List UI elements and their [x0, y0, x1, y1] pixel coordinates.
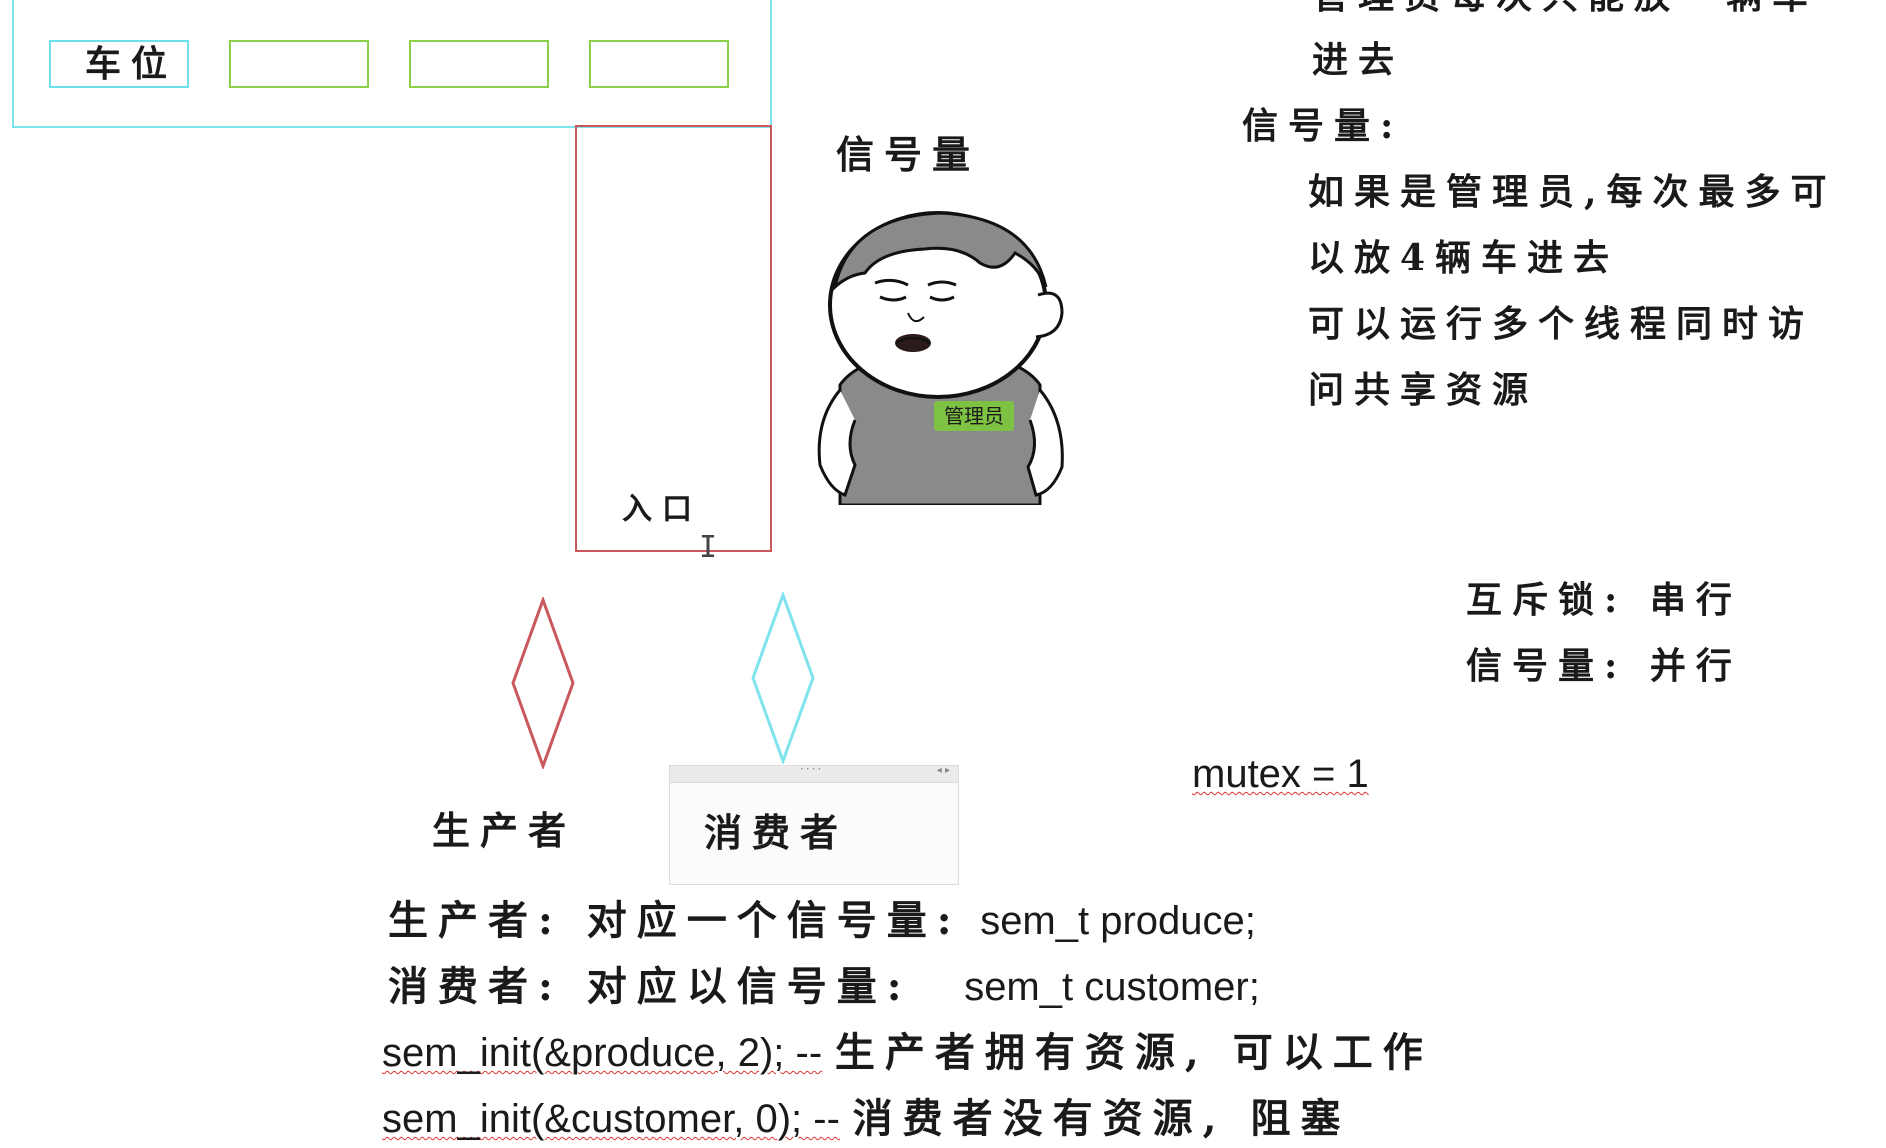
note-line-5: 可以运行多个线程同时访	[1308, 303, 1815, 345]
drag-handle-icon[interactable]: ····	[800, 762, 824, 776]
parking-slot-label: 车位	[85, 43, 178, 85]
note-line-4: 以放4辆车进去	[1308, 237, 1620, 279]
note-top-partial: 管理员每次只能放一辆车	[1312, 0, 1818, 28]
producer-label: 生产者	[432, 808, 577, 853]
note-line-2: 进去	[1312, 39, 1405, 81]
consumer-diamond	[751, 592, 815, 764]
note-line-3: 如果是管理员,每次最多可	[1308, 171, 1837, 213]
producer-diamond	[511, 597, 575, 769]
parking-slot	[409, 40, 549, 88]
consumer-semaphore-line: 消费者: 对应以信号量: sem_t customer;	[388, 963, 1260, 1010]
entrance-lane	[575, 125, 772, 552]
manager-badge-label: 管理员	[944, 404, 1004, 428]
parking-slot	[589, 40, 729, 88]
mutex-serial-note: 互斥锁: 串行	[1466, 579, 1742, 621]
parking-lot-outline: 车位	[12, 0, 772, 128]
semaphore-parallel-note: 信号量: 并行	[1466, 645, 1742, 687]
producer-semaphore-line: 生产者: 对应一个信号量: sem_t produce;	[388, 897, 1256, 944]
note-heading: 信号量:	[1242, 105, 1404, 147]
parking-slot-labeled: 车位	[49, 40, 189, 88]
text-box-toolbar[interactable]: ···· ◂ ▸	[670, 762, 958, 783]
manager-figure: 管理员	[817, 211, 1064, 505]
consumer-label: 消费者	[704, 810, 849, 855]
init-produce-line: sem_init(&produce, 2); -- 生产者拥有资源, 可以工作	[382, 1029, 1433, 1076]
consumer-text-box[interactable]: ···· ◂ ▸ 消费者	[669, 762, 959, 885]
note-line-6: 问共享资源	[1308, 369, 1539, 411]
init-customer-line: sem_init(&customer, 0); -- 消费者没有资源, 阻塞	[382, 1095, 1351, 1142]
parking-slot	[229, 40, 369, 88]
text-cursor-icon: I	[699, 530, 718, 565]
resize-arrows-icon[interactable]: ◂ ▸	[936, 765, 950, 776]
entrance-label: 入口	[622, 492, 702, 527]
semaphore-title: 信号量	[836, 132, 981, 177]
mutex-expression: mutex = 1	[1192, 752, 1369, 796]
